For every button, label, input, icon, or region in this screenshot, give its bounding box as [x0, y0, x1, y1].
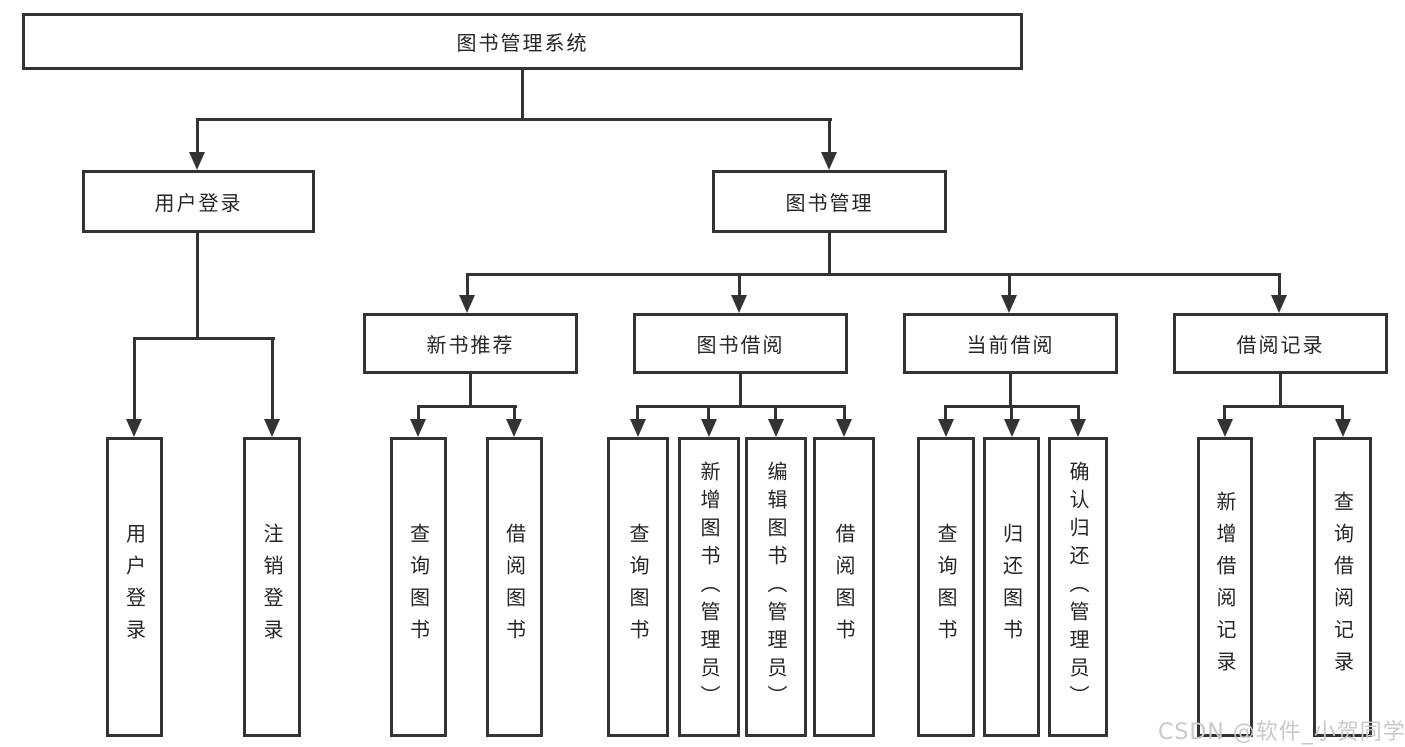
arrow-down-icon: [701, 419, 717, 437]
arrow-down-icon: [821, 152, 837, 170]
connector-newbook-down: [469, 374, 472, 408]
connector-stem: [513, 405, 516, 421]
leaf-bb-query-books: 查询图书: [607, 437, 669, 737]
leaf-nb-borrow-books: 借阅图书: [486, 437, 543, 737]
connector-book-mgmt-stem: [828, 118, 831, 154]
node-borrow-records: 借阅记录: [1173, 313, 1388, 374]
node-user-login: 用户登录: [82, 170, 315, 233]
arrow-down-icon: [731, 295, 747, 313]
csdn-watermark: CSDN @软件_小贺同学: [1158, 720, 1405, 745]
connector-stem: [133, 337, 136, 421]
connector-stem: [1008, 273, 1011, 297]
connector-root-stem: [521, 68, 524, 121]
arrow-down-icon: [189, 152, 205, 170]
connector-stem: [774, 405, 777, 421]
connector-stem: [1278, 273, 1281, 297]
arrow-down-icon: [264, 419, 280, 437]
connector-currentborrow-down: [1009, 374, 1012, 408]
leaf-br-query-record: 查询借阅记录: [1313, 437, 1372, 737]
arrow-down-icon: [1335, 419, 1351, 437]
connector-stem: [707, 405, 710, 421]
leaf-bb-edit-books-admin: 编辑图书（管理员）: [745, 437, 807, 737]
connector-userlogin-hline: [133, 337, 275, 340]
arrow-down-icon: [506, 419, 522, 437]
node-new-book-recommend: 新书推荐: [363, 313, 578, 374]
arrow-down-icon: [459, 295, 475, 313]
connector-newbook-hline: [417, 405, 517, 408]
connector-stem: [843, 405, 846, 421]
leaf-user-login: 用户登录: [106, 437, 163, 737]
connector-stem: [466, 273, 469, 297]
arrow-down-icon: [768, 419, 784, 437]
connector-stem: [417, 405, 420, 421]
connector-bookmgmt-down: [828, 233, 831, 276]
arrow-down-icon: [1001, 295, 1017, 313]
connector-userlogin-down: [196, 233, 199, 340]
arrow-down-icon: [630, 419, 646, 437]
node-book-management: 图书管理: [712, 170, 947, 233]
connector-stem: [1077, 405, 1080, 421]
connector-level3-hline: [466, 273, 1281, 276]
connector-user-login-stem: [196, 118, 199, 154]
node-current-borrowing: 当前借阅: [903, 313, 1118, 374]
connector-stem: [1341, 405, 1344, 421]
connector-bookborrow-down: [739, 374, 742, 408]
connector-stem: [738, 273, 741, 297]
connector-stem: [944, 405, 947, 421]
arrow-down-icon: [1004, 419, 1020, 437]
arrow-down-icon: [836, 419, 852, 437]
leaf-br-add-record: 新增借阅记录: [1197, 437, 1253, 737]
connector-stem: [636, 405, 639, 421]
connector-borrowrecord-hline: [1223, 405, 1344, 408]
leaf-bb-add-books-admin: 新增图书（管理员）: [678, 437, 740, 737]
connector-stem: [271, 337, 274, 421]
connector-bookborrow-hline: [636, 405, 846, 408]
arrow-down-icon: [1271, 295, 1287, 313]
arrow-down-icon: [410, 419, 426, 437]
node-book-borrowing: 图书借阅: [633, 313, 848, 374]
arrow-down-icon: [1217, 419, 1233, 437]
node-root: 图书管理系统: [22, 13, 1023, 70]
connector-stem: [1223, 405, 1226, 421]
leaf-logout: 注销登录: [243, 437, 301, 737]
arrow-down-icon: [938, 419, 954, 437]
leaf-cb-return-books: 归还图书: [983, 437, 1040, 737]
connector-borrowrecord-down: [1279, 374, 1282, 408]
connector-stem: [1010, 405, 1013, 421]
leaf-nb-query-books: 查询图书: [390, 437, 447, 737]
leaf-cb-query-books: 查询图书: [917, 437, 975, 737]
connector-level2-hline: [196, 118, 832, 121]
arrow-down-icon: [126, 419, 142, 437]
arrow-down-icon: [1070, 419, 1086, 437]
leaf-bb-borrow-books: 借阅图书: [813, 437, 875, 737]
leaf-cb-confirm-return-admin: 确认归还（管理员）: [1048, 437, 1108, 737]
